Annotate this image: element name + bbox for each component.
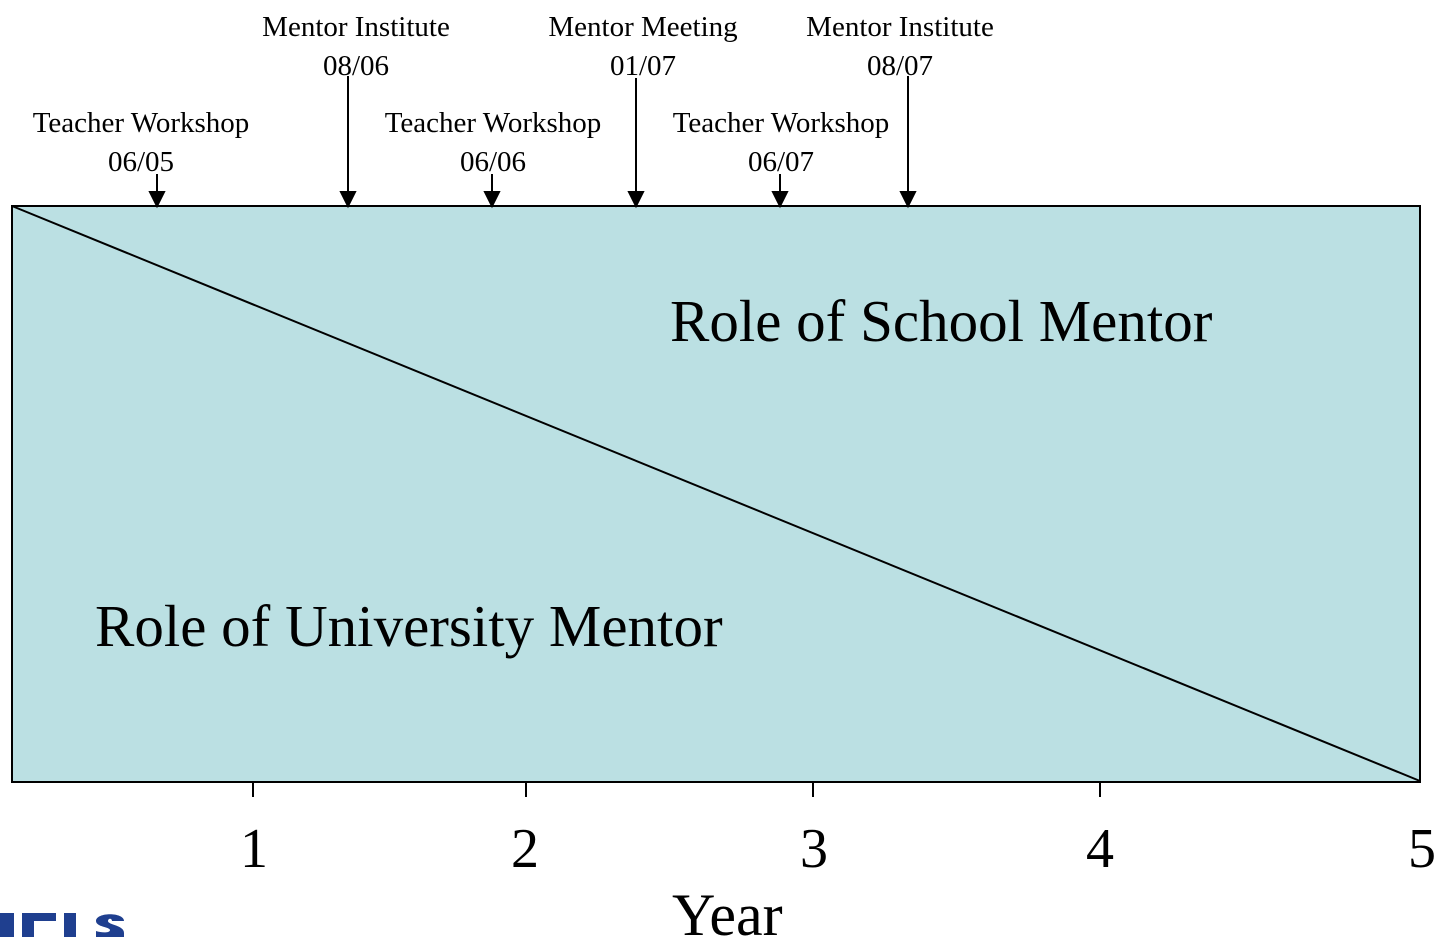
arrowhead-teacher-workshop-0607	[771, 191, 789, 209]
event-name: Teacher Workshop	[384, 107, 602, 139]
axis-title: Year	[672, 882, 783, 948]
logo-partial	[0, 913, 124, 937]
event-date: 08/07	[866, 50, 934, 82]
event-name: Teacher Workshop	[672, 107, 890, 139]
event-label-mentor-institute-0807: Mentor Institute 08/07	[780, 8, 1020, 86]
event-label-mentor-meeting-0107: Mentor Meeting 01/07	[530, 8, 756, 86]
axis-tick-label-3: 3	[800, 818, 828, 880]
event-label-teacher-workshop-0605: Teacher Workshop 06/05	[10, 104, 272, 182]
event-date: 08/06	[322, 50, 390, 82]
arrowhead-mentor-institute-0807	[899, 191, 917, 209]
axis-tick-label-2: 2	[511, 818, 539, 880]
school-mentor-region-label: Role of School Mentor	[670, 288, 1213, 354]
event-name: Teacher Workshop	[32, 107, 250, 139]
axis-tick-label-1: 1	[240, 818, 268, 880]
event-date: 01/07	[609, 50, 677, 82]
university-mentor-region-label: Role of University Mentor	[95, 593, 723, 659]
role-division-line	[11, 205, 1421, 782]
arrowhead-teacher-workshop-0606	[483, 191, 501, 209]
event-arrows	[148, 76, 917, 209]
axis-tick-marks	[252, 650, 1421, 797]
event-date: 06/06	[459, 146, 527, 178]
arrowhead-mentor-institute-0806	[339, 191, 357, 209]
axis-tick-label-5: 5	[1408, 818, 1436, 880]
arrowhead-teacher-workshop-0605	[148, 191, 166, 209]
event-label-mentor-institute-0806: Mentor Institute 08/06	[236, 8, 476, 86]
event-label-teacher-workshop-0606: Teacher Workshop 06/06	[362, 104, 624, 182]
axis-tick-label-4: 4	[1086, 818, 1114, 880]
arrowhead-mentor-meeting-0107	[627, 191, 645, 209]
event-name: Mentor Institute	[806, 11, 994, 43]
event-name: Mentor Institute	[262, 11, 450, 43]
event-name: Mentor Meeting	[548, 11, 738, 43]
event-label-teacher-workshop-0607: Teacher Workshop 06/07	[650, 104, 912, 182]
event-date: 06/05	[107, 146, 175, 178]
event-date: 06/07	[747, 146, 815, 178]
